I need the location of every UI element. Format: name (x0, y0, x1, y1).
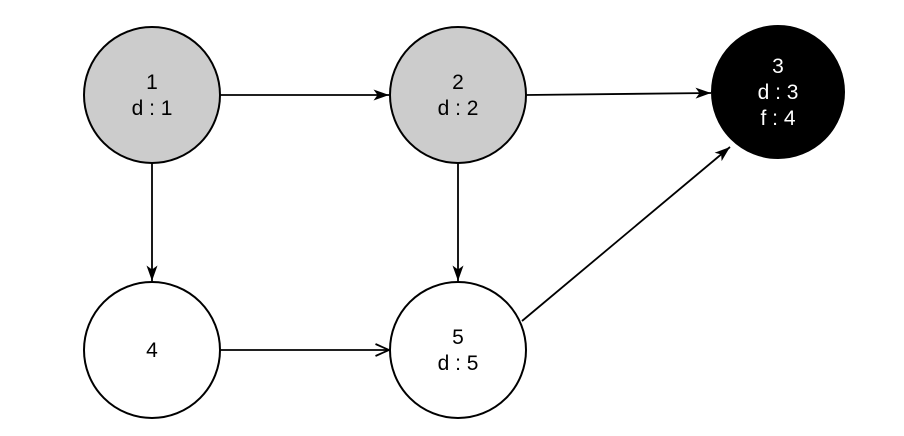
node-2-circle (389, 26, 527, 164)
node-5-circle (389, 281, 527, 419)
node-4: 4 (83, 281, 221, 419)
node-4-label: 4 (146, 339, 158, 362)
node-1-circle (83, 26, 221, 164)
node-3-circle (711, 25, 845, 159)
edge-5-to-3 (521, 146, 731, 322)
edge-2-to-3 (525, 87, 712, 99)
node-4-circle (83, 281, 221, 419)
